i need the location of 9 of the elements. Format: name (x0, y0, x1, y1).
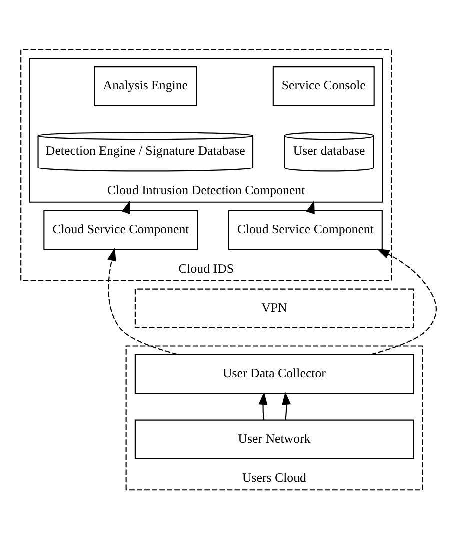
node-box: Analysis Engine (94, 66, 198, 106)
arrow (122, 200, 130, 214)
node-box: User Data Collector (134, 354, 414, 394)
node-box: VPN (134, 288, 414, 329)
arrow (282, 392, 292, 420)
arrow (306, 200, 315, 214)
node-box: Service Console (272, 66, 375, 106)
arrow (258, 392, 268, 420)
node-box: User Network (134, 420, 414, 460)
